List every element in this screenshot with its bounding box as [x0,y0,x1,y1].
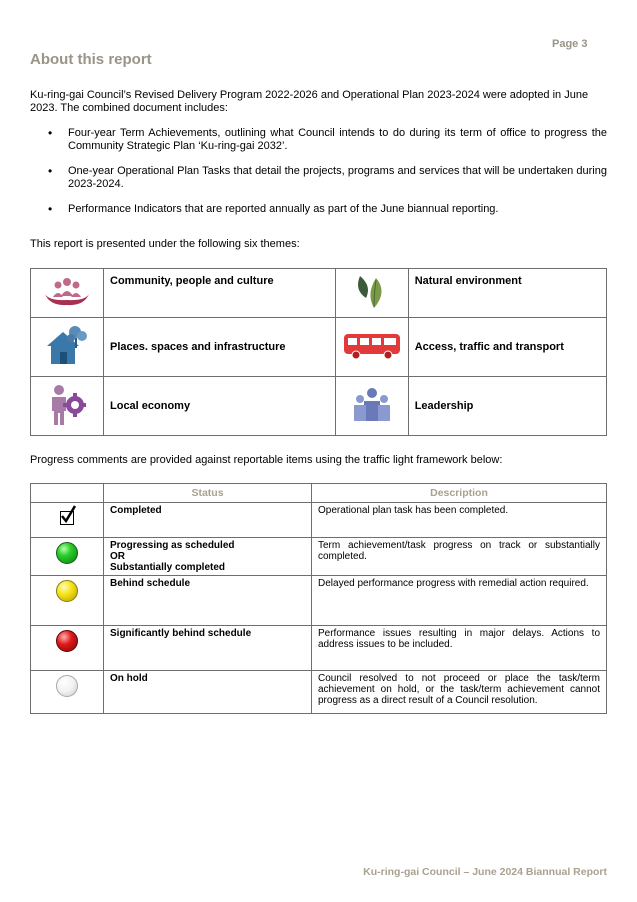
status-description: Operational plan task has been completed… [311,502,607,538]
status-description: Performance issues resulting in major de… [311,625,607,671]
theme-label: Leadership [407,376,608,436]
status-header: Status [103,483,312,503]
grey-light-icon [56,675,78,697]
status-label: Behind schedule [103,575,312,626]
status-table: Status Description Completed Operational… [30,483,607,714]
table-row: Completed Operational plan task has been… [30,502,607,538]
table-row: Significantly behind schedule Performanc… [30,625,607,671]
bus-icon [343,333,400,359]
red-light-icon [56,630,78,652]
theme-icon-cell [30,376,104,436]
theme-icon-cell [334,317,409,377]
theme-icon-cell [334,376,409,436]
leaf-icon [357,275,382,308]
list-item: One-year Operational Plan Tasks that det… [30,165,607,190]
table-row: Progressing as scheduled OR Substantiall… [30,537,607,576]
status-label: On hold [103,670,312,714]
page-title: About this report [30,51,152,68]
group-icon [353,387,390,421]
description-header: Description [311,483,607,503]
house-tree-icon [47,325,87,364]
table-row: Behind schedule Delayed performance prog… [30,575,607,626]
theme-icon-cell [334,268,409,318]
table-row: On hold Council resolved to not proceed … [30,670,607,714]
themes-intro: This report is presented under the follo… [30,238,300,250]
amber-light-icon [56,580,78,602]
status-label: Progressing as scheduled OR Substantiall… [103,537,312,576]
status-label: Completed [103,502,312,538]
page-number: Page 3 [552,38,588,50]
theme-label: Places. spaces and infrastructure [103,317,336,377]
status-description: Term achievement/task progress on track … [311,537,607,576]
status-label: Significantly behind schedule [103,625,312,671]
person-gear-icon [52,384,86,425]
theme-label: Access, traffic and transport [407,317,608,377]
status-header-blank [30,483,104,503]
progress-intro: Progress comments are provided against r… [30,454,503,466]
document-contents-list: Four-year Term Achievements, outlining w… [30,127,607,216]
list-item: Performance Indicators that are reported… [30,203,607,216]
page-footer: Ku-ring-gai Council – June 2024 Biannual… [363,866,607,878]
community-people-icon [45,277,89,305]
theme-label: Natural environment [407,268,608,318]
green-light-icon [56,542,78,564]
theme-icon-cell [30,268,104,318]
intro-paragraph: Ku-ring-gai Council’s Revised Delivery P… [30,89,589,114]
checkbox-tick-icon [60,505,76,525]
theme-label: Community, people and culture [103,268,336,318]
theme-icon-cell [30,317,104,377]
list-item: Four-year Term Achievements, outlining w… [30,127,607,152]
theme-label: Local economy [103,376,336,436]
status-description: Delayed performance progress with remedi… [311,575,607,626]
status-description: Council resolved to not proceed or place… [311,670,607,714]
themes-table: Community, people and culture Natural en… [30,268,608,436]
